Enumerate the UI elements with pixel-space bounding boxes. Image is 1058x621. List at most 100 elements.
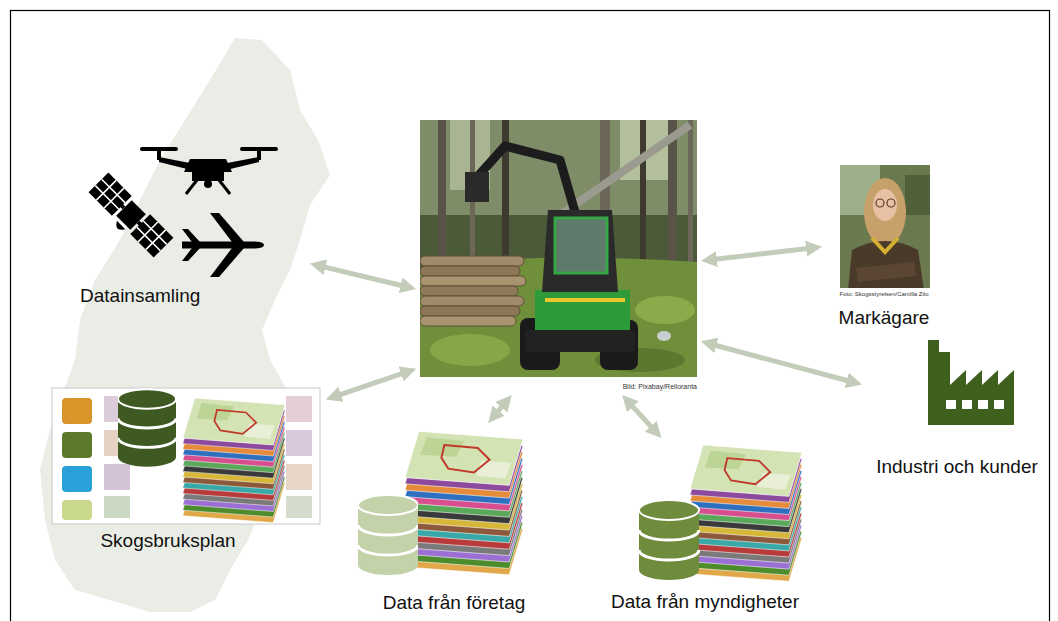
harvester-photo: [542, 210, 618, 292]
authority-data-icons: [690, 445, 802, 581]
airplane-icon: [182, 213, 264, 277]
data-collection-group: Datainsamling: [76, 145, 306, 313]
harvester-photo: [420, 316, 516, 326]
industry-group: Industri och kunder: [866, 336, 1048, 482]
harvester-photo: [430, 334, 510, 366]
node-label: Skogsbruksplan: [100, 530, 235, 552]
harvester-photo: [478, 146, 575, 212]
landowner-photo: [905, 175, 930, 215]
drone-icon: [159, 157, 259, 171]
forest-plan-screenshot: [62, 398, 92, 424]
landowner-photo: [856, 262, 916, 282]
double-arrow: [712, 344, 850, 381]
drone-icon: [186, 180, 197, 194]
forest-plan-group: Skogsbruksplan: [48, 383, 322, 560]
forest-plan-screenshot: [286, 464, 312, 490]
forest-plan-screenshot: [286, 396, 312, 422]
landowner-photo: [873, 189, 897, 221]
harvester-photo: [420, 306, 520, 316]
company-data-icons: [358, 495, 418, 575]
landowner-photo: [840, 165, 930, 288]
double-arrow: [496, 404, 504, 413]
sweden-map: [40, 38, 330, 612]
landowner-photo: [864, 178, 906, 246]
landowner-photo: [876, 199, 884, 207]
company-data-group: Data från företag: [355, 426, 553, 616]
authority-data-group: Data från myndigheter: [603, 441, 807, 615]
forest-plan-screenshot: [62, 466, 92, 492]
harvester-photo: [420, 120, 697, 377]
satellite-icon: [85, 173, 173, 261]
node-label: Data från myndigheter: [611, 591, 799, 613]
landowner-group: Foto: Skogsstyrelsen/Camilla ZiloMarkäga…: [826, 163, 942, 333]
harvester-photo: [438, 120, 446, 270]
drone-icon: [204, 180, 212, 188]
factory-icon: [928, 340, 1014, 425]
harvester-photo: [535, 290, 630, 330]
forest-plan-screenshot: [118, 389, 176, 466]
airplane-icon: [182, 229, 200, 242]
double-arrow: [322, 266, 405, 286]
forest-plan-screenshot: [62, 432, 92, 458]
forest-plan-screenshot: [52, 388, 320, 524]
frame-border: [11, 11, 1050, 621]
double-arrow: [337, 373, 405, 396]
drone-icon: [219, 180, 230, 194]
sweden-map: [40, 38, 330, 612]
satellite-icon: [137, 221, 143, 227]
harvester-photo: [545, 298, 625, 302]
factory-icon: [946, 400, 956, 409]
harvester-photo: [555, 218, 607, 273]
harvester-photo: [420, 296, 524, 306]
double-arrow: [630, 404, 653, 429]
satellite-icon: [113, 221, 125, 233]
airplane-icon: [210, 213, 244, 242]
drone-icon: [140, 147, 278, 194]
airplane-icon: [182, 242, 264, 249]
airplane-icon: [182, 248, 200, 261]
forest-plan-screenshot: [104, 496, 130, 518]
forest-plan-screenshot: [104, 464, 130, 490]
double-arrow: [713, 248, 810, 259]
harvester-photo-frame: Bild: Pixabay/Reiloranta: [420, 120, 697, 392]
harvester-photo: [420, 256, 524, 266]
photo-credit: Foto: Skogsstyrelsen/Camilla Zilo: [839, 291, 928, 298]
node-label: Data från företag: [383, 592, 526, 614]
factory-icon: [928, 340, 1014, 425]
drone-icon: [192, 171, 224, 181]
forest-plan-screenshot: [286, 496, 312, 518]
satellite-icon: [120, 204, 126, 210]
landowner-photo: [887, 199, 895, 207]
airplane-icon: [210, 248, 244, 277]
factory-icon: [978, 400, 988, 409]
forest-plan-screenshot: [183, 398, 285, 523]
company-data-icons: [405, 431, 523, 575]
harvester-photo: [640, 120, 646, 270]
harvester-photo: [420, 286, 518, 296]
forest-plan-screenshot: [62, 500, 92, 520]
harvester-photo: [525, 330, 635, 352]
harvester-photo: [635, 296, 695, 324]
node-label: Datainsamling: [80, 285, 200, 307]
forest-plan-screenshot: [52, 388, 320, 524]
factory-icon: [994, 400, 1004, 409]
node-label: Markägare: [839, 307, 930, 329]
node-label: Industri och kunder: [876, 456, 1038, 478]
authority-data-icons: [639, 500, 699, 580]
harvester-photo: [420, 120, 697, 377]
harvester-photo: [465, 172, 489, 202]
drone-icon: [184, 159, 232, 172]
harvester-photo: [560, 125, 690, 215]
harvester-photo: [657, 331, 671, 341]
authority-data-icons: [639, 445, 802, 581]
harvester-photo: [420, 276, 526, 286]
harvester-photo: [420, 266, 520, 276]
company-data-icons: [358, 431, 523, 575]
harvester-photo: [420, 120, 697, 215]
landowner-photo: [872, 238, 898, 252]
factory-icon: [962, 400, 972, 409]
forest-plan-screenshot: [286, 430, 312, 456]
photo-credit: Bild: Pixabay/Reiloranta: [623, 383, 697, 391]
satellite-icon: [89, 173, 174, 258]
